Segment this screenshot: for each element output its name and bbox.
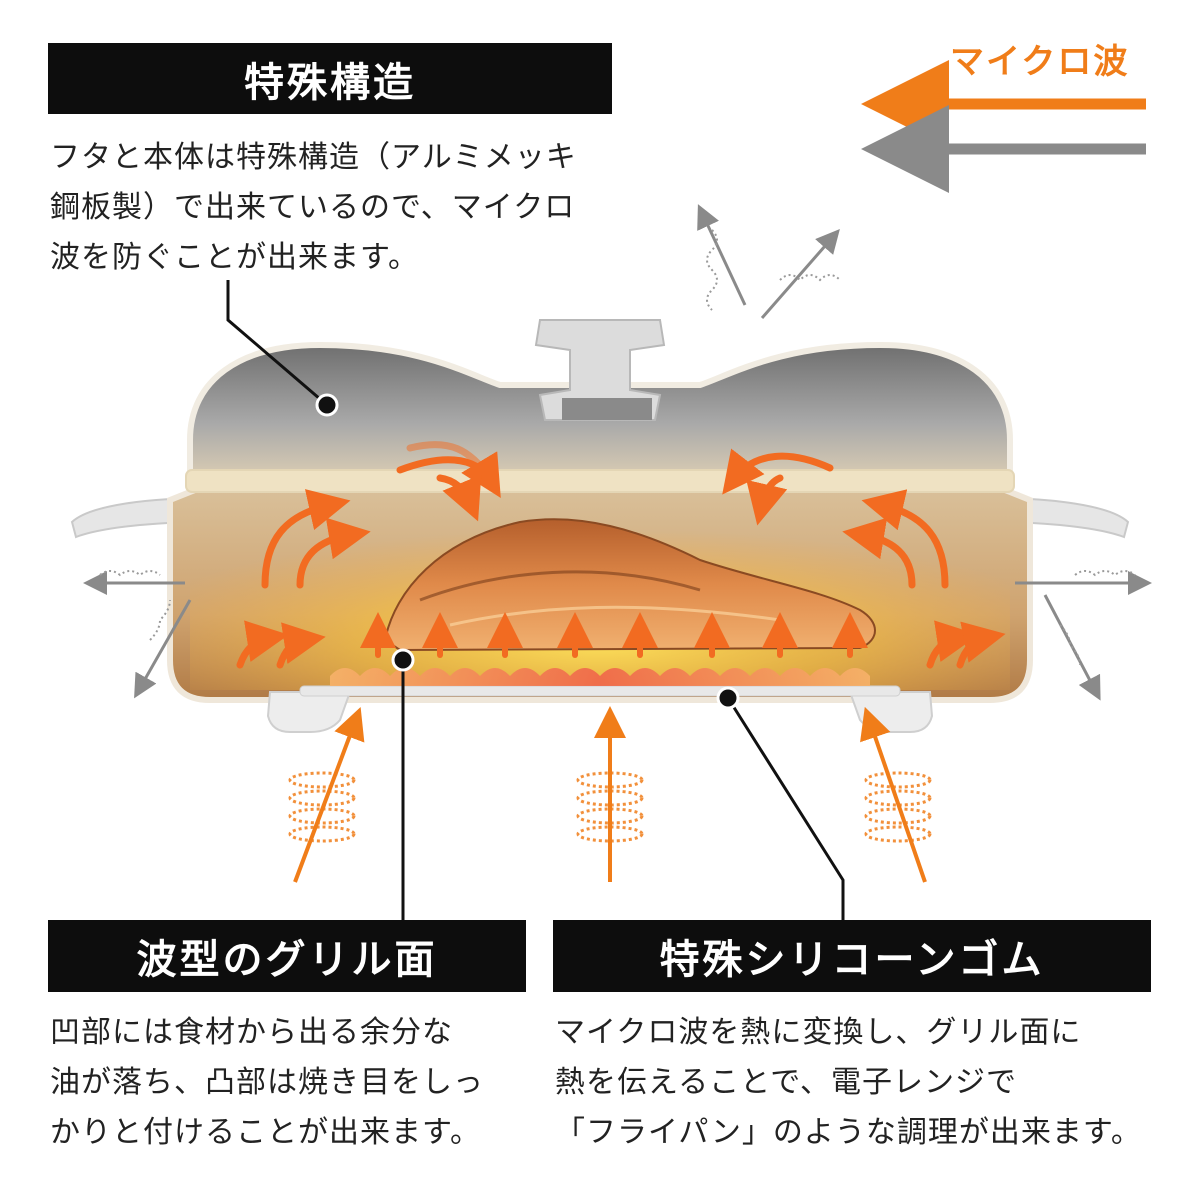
title-wave-grill: 波型のグリル面 [48, 920, 526, 992]
heat-rising-arrows [360, 612, 868, 658]
leader-grill [391, 648, 415, 920]
desc-line: 波を防ぐことが出来ます。 [50, 240, 419, 275]
desc-line: 熱を伝えることで、電子レンジで [555, 1065, 1017, 1100]
leader-silicone [716, 686, 845, 920]
left-foot [266, 691, 352, 733]
right-foot [848, 691, 934, 733]
incoming-microwave-waves [288, 771, 932, 843]
desc-line: 鋼板製）で出来ているので、マイクロ [50, 190, 576, 225]
leader-structure [226, 280, 339, 417]
blocked-microwave-waves [99, 229, 1136, 666]
title-special-silicone-text: 特殊シリコーンゴム [659, 937, 1045, 983]
heat-arrows [236, 441, 1006, 669]
desc-line: 凹部には食材から出る余分な [50, 1015, 453, 1050]
desc-line: フタと本体は特殊構造（アルミメッキ [50, 140, 577, 175]
silicone-plate [299, 685, 901, 697]
lid-knob [534, 319, 666, 421]
title-special-structure-text: 特殊構造 [244, 59, 416, 106]
title-special-silicone: 特殊シリコーンゴム [553, 920, 1151, 992]
title-special-structure: 特殊構造 [48, 43, 612, 114]
grill-surface [330, 668, 870, 686]
desc-wave-grill: 凹部には食材から出る余分な 油が落ち、凸部は焼き目をしっ かりと付けることが出来… [50, 1008, 484, 1158]
lid-rim [185, 469, 1015, 493]
incoming-microwave-arrows [293, 706, 927, 883]
desc-line: 油が落ち、凸部は焼き目をしっ [50, 1065, 484, 1100]
desc-special-silicone: マイクロ波を熱に変換し、グリル面に 熱を伝えることで、電子レンジで 「フライパン… [555, 1008, 1142, 1158]
desc-line: 「フライパン」のような調理が出来ます。 [555, 1115, 1142, 1150]
title-wave-grill-text: 波型のグリル面 [136, 937, 438, 983]
desc-line: かりと付けることが出来ます。 [50, 1115, 481, 1150]
desc-line: マイクロ波を熱に変換し、グリル面に [555, 1015, 1082, 1050]
legend-microwave-label: マイクロ波 [950, 42, 1130, 82]
desc-special-structure: フタと本体は特殊構造（アルミメッキ 鋼板製）で出来ているので、マイクロ 波を防ぐ… [50, 133, 577, 283]
